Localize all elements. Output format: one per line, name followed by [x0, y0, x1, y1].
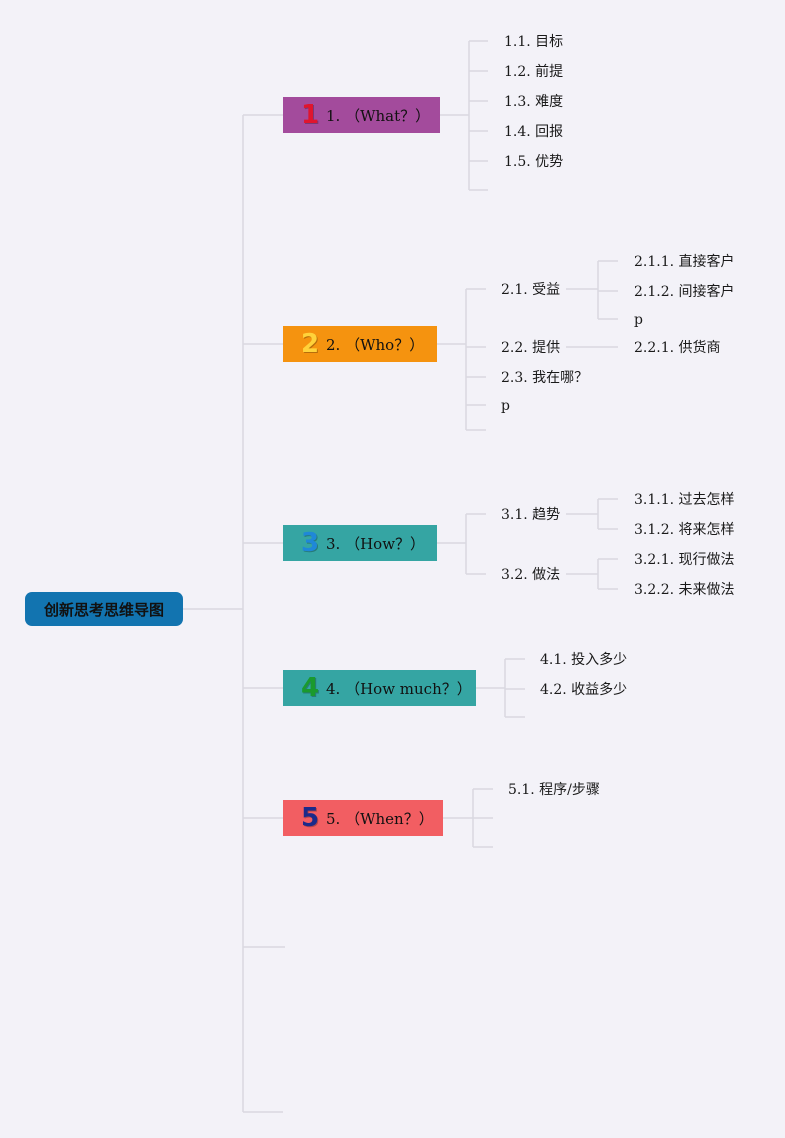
branch-label: 2. （Who？）: [326, 335, 425, 354]
root-node[interactable]: 创新思考思维导图: [25, 592, 183, 626]
node-3-1-1[interactable]: 3.1.1. 过去怎样: [634, 492, 735, 508]
branch-when[interactable]: 5 5. （When？）: [283, 800, 443, 836]
node-2-1-2[interactable]: 2.1.2. 间接客户: [634, 284, 735, 300]
node-1-4[interactable]: 1.4. 回报: [504, 124, 564, 140]
branch-label: 4. （How much？）: [326, 679, 472, 698]
node-4-2[interactable]: 4.2. 收益多少: [540, 682, 628, 698]
number-1-icon: 1: [301, 100, 320, 130]
node-5-1[interactable]: 5.1. 程序/步骤: [508, 782, 600, 798]
node-2-1-1[interactable]: 2.1.1. 直接客户: [634, 254, 735, 270]
branch-who[interactable]: 2 2. （Who？）: [283, 326, 437, 362]
branch-label: 3. （How？）: [326, 534, 426, 553]
node-3-1[interactable]: 3.1. 趋势: [501, 507, 561, 523]
node-3-2[interactable]: 3.2. 做法: [501, 567, 561, 583]
branch-what[interactable]: 1 1. （What？）: [283, 97, 440, 133]
node-2-1[interactable]: 2.1. 受益: [501, 282, 561, 298]
node-1-3[interactable]: 1.3. 难度: [504, 94, 564, 110]
node-2-3[interactable]: 2.3. 我在哪？: [501, 370, 589, 386]
node-3-1-2[interactable]: 3.1.2. 将来怎样: [634, 522, 735, 538]
number-4-icon: 4: [301, 673, 320, 703]
node-1-5[interactable]: 1.5. 优势: [504, 154, 564, 170]
node-2-2[interactable]: 2.2. 提供: [501, 340, 561, 356]
branch-label: 5. （When？）: [326, 809, 434, 828]
node-3-2-1[interactable]: 3.2.1. 现行做法: [634, 552, 735, 568]
number-5-icon: 5: [301, 803, 320, 833]
branch-how[interactable]: 3 3. （How？）: [283, 525, 437, 561]
node-2-2-1[interactable]: 2.2.1. 供货商: [634, 340, 721, 356]
node-1-2[interactable]: 1.2. 前提: [504, 64, 564, 80]
node-2-1-p[interactable]: p: [634, 312, 643, 328]
branch-how-much[interactable]: 4 4. （How much？）: [283, 670, 476, 706]
node-4-1[interactable]: 4.1. 投入多少: [540, 652, 628, 668]
number-3-icon: 3: [301, 528, 320, 558]
branch-label: 1. （What？）: [326, 106, 431, 125]
node-2-p[interactable]: p: [501, 398, 510, 414]
node-1-1[interactable]: 1.1. 目标: [504, 34, 564, 50]
node-3-2-2[interactable]: 3.2.2. 未来做法: [634, 582, 735, 598]
number-2-icon: 2: [301, 329, 320, 359]
